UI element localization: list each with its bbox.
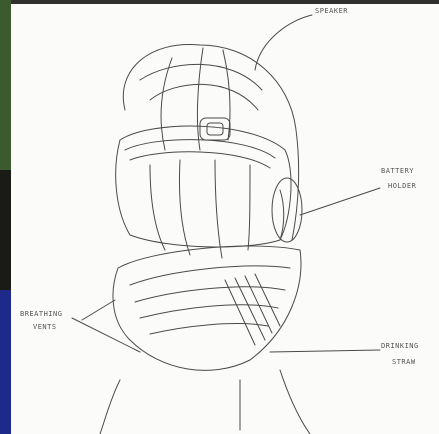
battery-pod (272, 178, 302, 242)
label-holder: HOLDER (388, 182, 416, 190)
label-battery: BATTERY (381, 167, 414, 175)
leader-speaker (255, 15, 312, 70)
leader-battery (300, 188, 380, 215)
label-drinking: DRINKING (381, 342, 419, 350)
label-breathing: BREATHING (20, 310, 62, 318)
label-vents: VENTS (33, 323, 57, 331)
label-speaker: SPEAKER (315, 7, 348, 15)
label-straw: STRAW (392, 358, 416, 366)
leader-vents (82, 300, 115, 320)
helmet-strap (140, 64, 262, 90)
leader-drinking (270, 350, 380, 352)
buckle (200, 118, 230, 140)
